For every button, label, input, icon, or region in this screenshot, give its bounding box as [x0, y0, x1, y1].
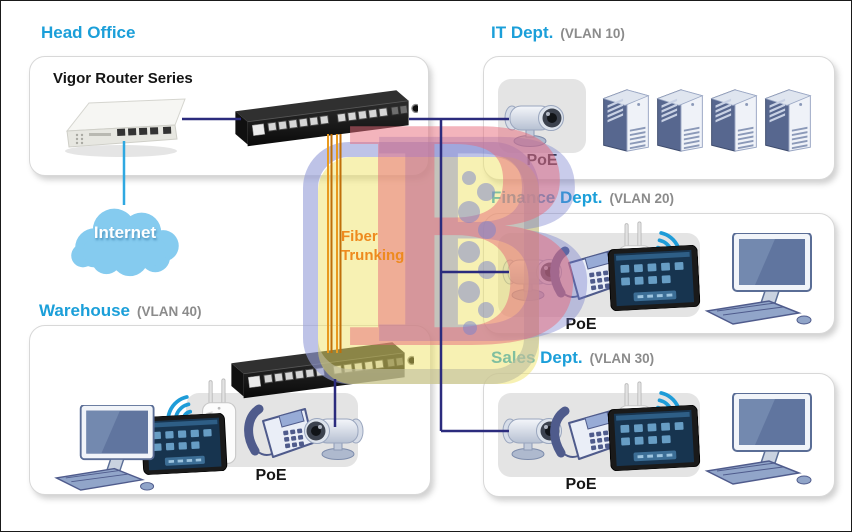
head-office-title-text: Head Office — [41, 23, 136, 42]
fiber-label-line1: Fiber — [341, 228, 378, 245]
warehouse-title-text: Warehouse — [39, 301, 131, 320]
server-icon — [599, 85, 653, 155]
it-poe-camera-icon — [501, 96, 571, 148]
internet-label: Internet — [93, 223, 157, 242]
vigor-router-icon — [59, 87, 194, 167]
sales-desktop-icon — [703, 393, 815, 485]
finance-dept-title-text: Finance Dept. — [491, 188, 603, 207]
warehouse-poe-camera-icon — [297, 409, 367, 461]
sales-dept-title: Sales Dept. (VLAN 30) — [491, 348, 654, 368]
fiber-label-line2: Trunking — [341, 247, 405, 264]
finance-poe-label: PoE — [565, 316, 597, 333]
it-dept-vlan-badge: (VLAN 10) — [560, 26, 625, 41]
head-office-title: Head Office — [41, 23, 135, 43]
server-icon — [761, 85, 815, 155]
finance-tablet-icon — [607, 245, 700, 312]
core-switch-icon — [233, 85, 418, 148]
warehouse-switch-icon — [229, 337, 414, 400]
finance-desktop-icon — [703, 233, 815, 325]
router-label: Vigor Router Series — [53, 70, 193, 87]
it-poe-label: PoE — [526, 152, 558, 169]
fiber-trunking-label: Fiber Trunking — [341, 227, 404, 265]
warehouse-vlan-badge: (VLAN 40) — [137, 304, 202, 319]
sales-tablet-icon — [607, 405, 700, 472]
it-dept-title: IT Dept. (VLAN 10) — [491, 23, 625, 43]
warehouse-poe-label: PoE — [255, 467, 287, 484]
sales-dept-vlan-badge: (VLAN 30) — [589, 351, 655, 366]
it-dept-title-text: IT Dept. — [491, 23, 554, 42]
sales-dept-title-text: Sales Dept. — [491, 348, 583, 367]
finance-dept-title: Finance Dept. (VLAN 20) — [491, 188, 674, 208]
finance-dept-vlan-badge: (VLAN 20) — [609, 191, 674, 206]
sales-poe-label: PoE — [565, 476, 597, 493]
warehouse-desktop-icon — [51, 405, 159, 491]
server-icon — [653, 85, 707, 155]
warehouse-title: Warehouse (VLAN 40) — [39, 301, 202, 321]
server-icon — [707, 85, 761, 155]
